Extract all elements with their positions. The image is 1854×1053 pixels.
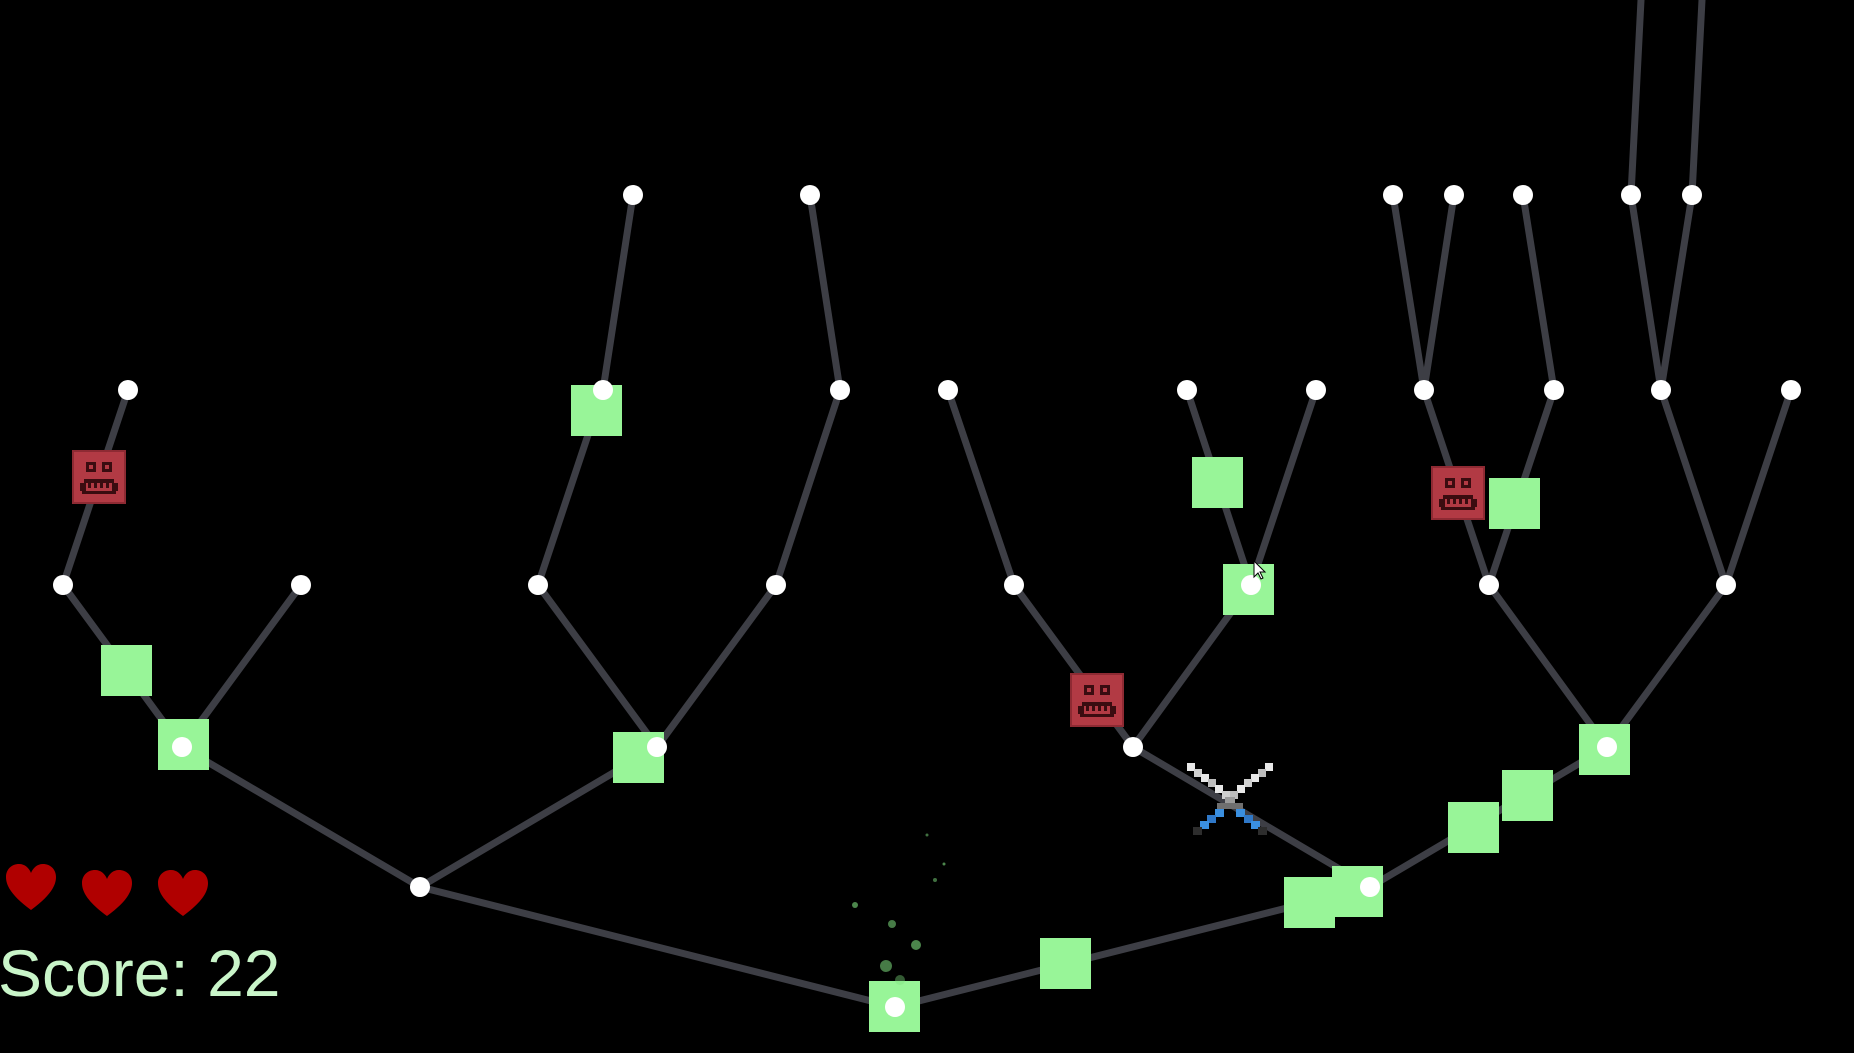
node[interactable] bbox=[1004, 575, 1024, 595]
edge bbox=[1627, 191, 1665, 394]
node[interactable] bbox=[53, 575, 73, 595]
edge bbox=[178, 743, 424, 891]
edge bbox=[1519, 191, 1558, 394]
edge bbox=[416, 883, 899, 1011]
node[interactable] bbox=[766, 575, 786, 595]
node[interactable] bbox=[118, 380, 138, 400]
heart-icon bbox=[158, 870, 208, 916]
particle bbox=[933, 878, 937, 882]
edge bbox=[1420, 191, 1458, 394]
node[interactable] bbox=[172, 737, 192, 757]
node[interactable] bbox=[593, 380, 613, 400]
node[interactable] bbox=[1781, 380, 1801, 400]
edge bbox=[1627, 0, 1645, 199]
edge bbox=[1389, 191, 1428, 394]
edge bbox=[1247, 386, 1320, 589]
sad-face-enemy-icon bbox=[1070, 673, 1124, 727]
edge bbox=[1657, 191, 1696, 394]
node[interactable] bbox=[1716, 575, 1736, 595]
node[interactable] bbox=[1621, 185, 1641, 205]
collectible-square bbox=[1502, 770, 1553, 821]
collectible-square bbox=[1284, 877, 1335, 928]
edge bbox=[944, 386, 1018, 589]
node[interactable] bbox=[291, 575, 311, 595]
edge bbox=[653, 581, 780, 751]
edge bbox=[1485, 581, 1611, 751]
score-label: Score: 22 bbox=[0, 936, 281, 1010]
node[interactable] bbox=[1444, 185, 1464, 205]
particle bbox=[888, 920, 896, 928]
node[interactable] bbox=[623, 185, 643, 205]
lives-display bbox=[4, 862, 224, 922]
sad-face-enemy-icon bbox=[1431, 466, 1485, 520]
node[interactable] bbox=[1513, 185, 1533, 205]
sparkle-particles bbox=[852, 833, 946, 985]
node[interactable] bbox=[410, 877, 430, 897]
node[interactable] bbox=[1241, 575, 1261, 595]
edge bbox=[1603, 581, 1730, 751]
edge bbox=[1688, 0, 1706, 199]
tree-nodes bbox=[53, 185, 1801, 1017]
sad-face-enemy-icon bbox=[72, 450, 126, 504]
particle bbox=[880, 960, 892, 972]
node[interactable] bbox=[1383, 185, 1403, 205]
node[interactable] bbox=[1597, 737, 1617, 757]
collectible-square bbox=[1489, 478, 1540, 529]
node[interactable] bbox=[885, 997, 905, 1017]
node[interactable] bbox=[1479, 575, 1499, 595]
particle bbox=[925, 833, 929, 837]
heart-icon bbox=[82, 870, 132, 916]
node[interactable] bbox=[647, 737, 667, 757]
node[interactable] bbox=[528, 575, 548, 595]
node[interactable] bbox=[800, 185, 820, 205]
particle bbox=[942, 862, 946, 866]
mouse-pointer-icon bbox=[1253, 559, 1267, 580]
edge bbox=[772, 386, 844, 589]
edge bbox=[534, 581, 661, 751]
particle bbox=[895, 975, 905, 985]
node[interactable] bbox=[830, 380, 850, 400]
node[interactable] bbox=[1360, 877, 1380, 897]
node[interactable] bbox=[1306, 380, 1326, 400]
collectible-square bbox=[1448, 802, 1499, 853]
collectibles bbox=[101, 385, 1630, 1032]
node[interactable] bbox=[1544, 380, 1564, 400]
particle bbox=[852, 902, 858, 908]
collectible-square bbox=[101, 645, 152, 696]
node[interactable] bbox=[1682, 185, 1702, 205]
particle bbox=[911, 940, 921, 950]
edge bbox=[599, 191, 637, 394]
tree-edges bbox=[59, 0, 1795, 1011]
edge bbox=[806, 191, 844, 394]
node[interactable] bbox=[1414, 380, 1434, 400]
node[interactable] bbox=[938, 380, 958, 400]
node[interactable] bbox=[1651, 380, 1671, 400]
crossed-swords-icon bbox=[1187, 763, 1273, 835]
node[interactable] bbox=[1177, 380, 1197, 400]
collectible-square bbox=[1040, 938, 1091, 989]
heart-icon bbox=[6, 864, 56, 910]
edge bbox=[1657, 386, 1730, 589]
edge bbox=[1722, 386, 1795, 589]
node[interactable] bbox=[1123, 737, 1143, 757]
collectible-square bbox=[1192, 457, 1243, 508]
